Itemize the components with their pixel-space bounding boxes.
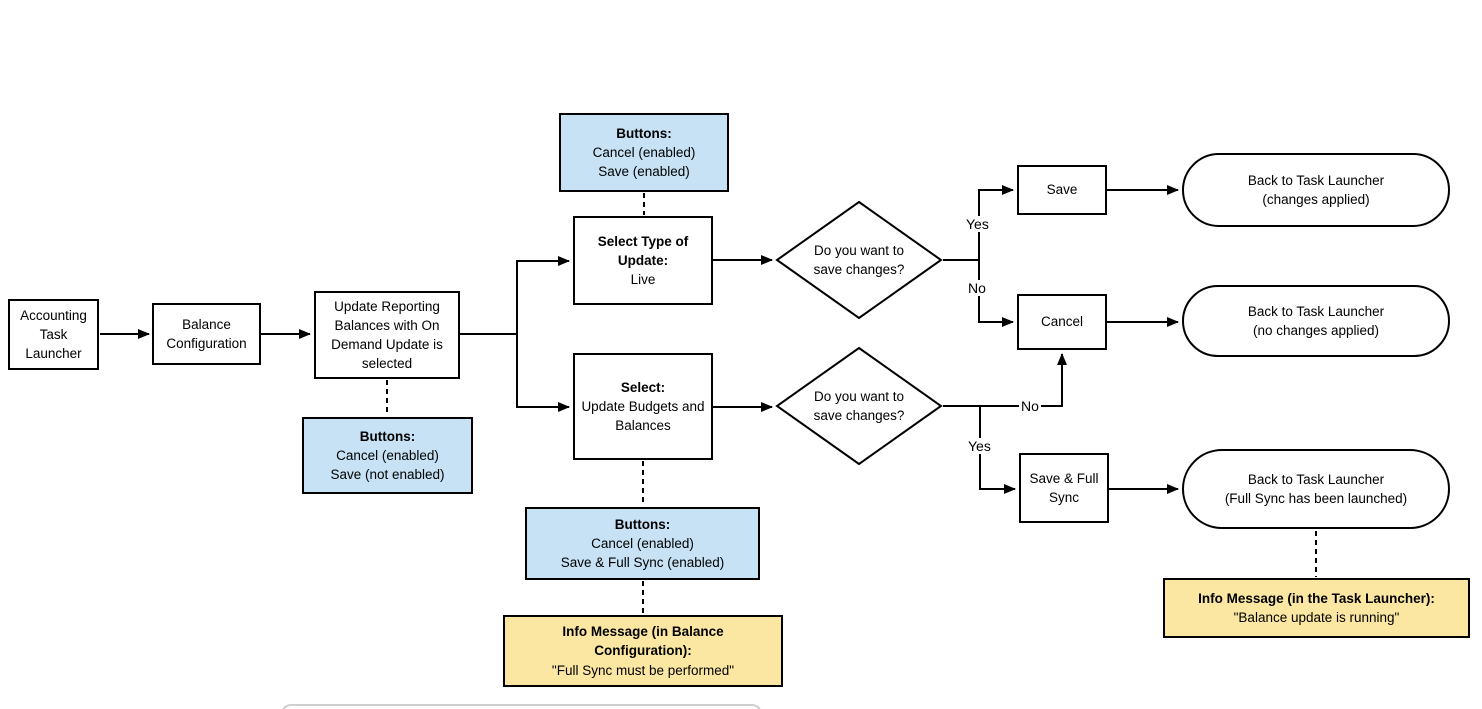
decision-label: Do you want to save changes? [813, 388, 905, 423]
node-update-reporting-balances: Update Reporting Balances with On Demand… [314, 291, 460, 379]
end-line: Back to Task Launcher [1247, 471, 1385, 487]
node-balance-configuration: Balance Configuration [152, 303, 261, 365]
note-title: Buttons: [616, 125, 672, 141]
end-line: (changes applied) [1262, 192, 1370, 207]
diamond-shape [775, 346, 943, 466]
edge-label-no-budgets: No [1019, 398, 1041, 414]
edge-decision-budgets-yes-to-fullsync [979, 406, 1016, 494]
end-line: Back to Task Launcher [1247, 172, 1385, 188]
end-line: (Full Sync has been launched) [1224, 491, 1408, 506]
note-line: Save (not enabled) [330, 467, 445, 483]
clipped-shape-bottom [281, 704, 762, 709]
node-accounting-task-launcher: Accounting Task Launcher [8, 299, 99, 370]
node-label: Balance Configuration [166, 316, 247, 351]
note-line: Save & Full Sync (enabled) [560, 555, 725, 571]
node-label: Save & Full Sync [1029, 470, 1099, 505]
edge-label-no-live: No [966, 280, 988, 296]
end-back-full-sync-launched: Back to Task Launcher (Full Sync has bee… [1182, 449, 1450, 529]
info-balance-update-running: Info Message (in the Task Launcher): "Ba… [1163, 578, 1470, 638]
node-save: Save [1017, 165, 1107, 215]
info-title: Info Message (in the Task Launcher): [1198, 590, 1435, 606]
decision-label: Do you want to save changes? [813, 242, 905, 277]
decision-save-changes-live: Do you want to save changes? [775, 200, 943, 320]
node-title: Select: [620, 379, 666, 395]
info-full-sync-required: Info Message (in Balance Configuration):… [503, 615, 783, 687]
node-cancel: Cancel [1017, 294, 1107, 350]
diamond-shape [775, 200, 943, 320]
note-buttons-initial: Buttons: Cancel (enabled) Save (not enab… [302, 417, 473, 494]
node-select-type-of-update: Select Type of Update: Live [573, 216, 713, 305]
info-quote: "Full Sync must be performed" [551, 662, 735, 678]
end-line: (no changes applied) [1252, 323, 1380, 338]
decision-save-changes-budgets: Do you want to save changes? [775, 346, 943, 466]
node-label: Update Budgets and Balances [581, 398, 705, 434]
end-line: Back to Task Launcher [1247, 303, 1385, 319]
edge-label-yes-budgets: Yes [966, 438, 993, 454]
info-title: Info Message (in Balance Configuration): [562, 624, 724, 659]
note-title: Buttons: [614, 516, 671, 532]
node-title: Select Type of Update: [597, 233, 689, 268]
info-quote: "Balance update is running" [1233, 610, 1400, 625]
note-title: Buttons: [359, 428, 416, 444]
note-buttons-live: Buttons: Cancel (enabled) Save (enabled) [559, 113, 729, 192]
node-save-full-sync: Save & Full Sync [1019, 453, 1109, 523]
note-line: Cancel (enabled) [591, 535, 694, 551]
node-label: Save [1046, 182, 1078, 198]
edge-update-to-select-budgets [516, 334, 570, 412]
edge-update-to-select-type [460, 256, 570, 335]
node-label: Live [630, 272, 656, 288]
node-select-update-budgets: Select: Update Budgets and Balances [573, 353, 713, 460]
end-back-no-changes: Back to Task Launcher (no changes applie… [1182, 285, 1450, 357]
edge-decision-budgets-no-to-cancel [943, 353, 1067, 407]
node-label: Cancel [1040, 314, 1084, 330]
end-back-changes-applied: Back to Task Launcher (changes applied) [1182, 153, 1450, 227]
note-line: Cancel (enabled) [336, 447, 439, 463]
node-label: Update Reporting Balances with On Demand… [331, 298, 443, 372]
node-label: Accounting Task Launcher [20, 307, 87, 362]
edge-label-yes-live: Yes [964, 216, 991, 232]
note-line: Save (enabled) [598, 164, 690, 180]
note-line: Cancel (enabled) [592, 144, 696, 160]
note-buttons-full-sync: Buttons: Cancel (enabled) Save & Full Sy… [525, 507, 760, 580]
